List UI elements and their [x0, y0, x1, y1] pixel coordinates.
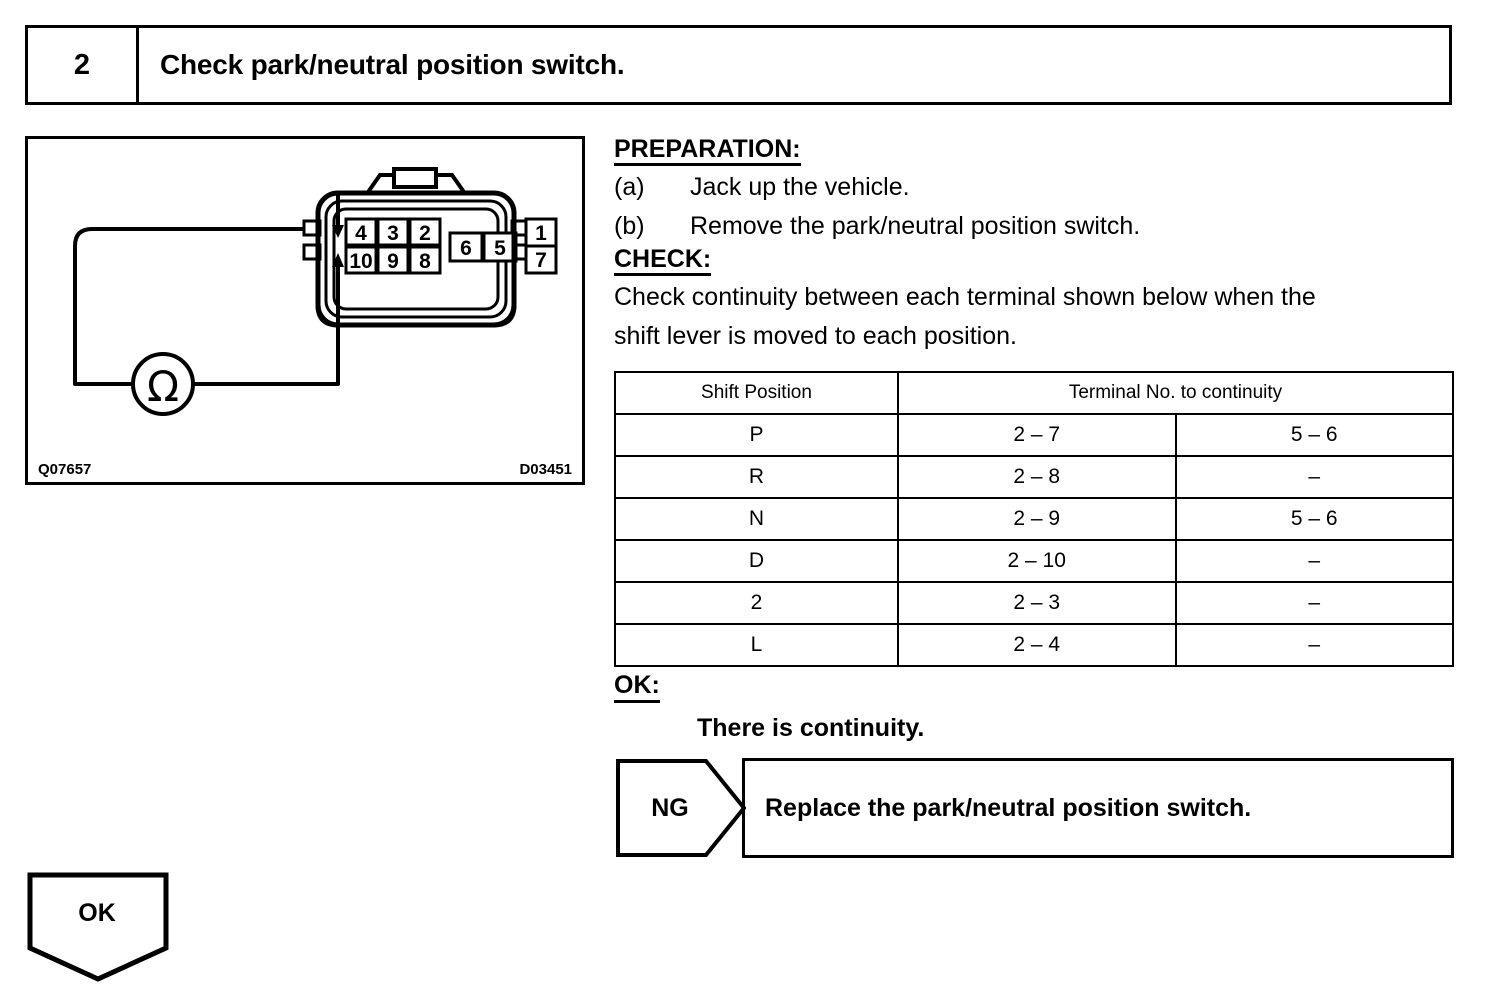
connector-tab-notch	[392, 167, 438, 189]
cell-terminal-b: –	[1174, 581, 1454, 625]
cell-terminal-b: –	[1174, 455, 1454, 499]
terminal-cell-3	[376, 217, 410, 247]
probe-arrow-terminal-10	[332, 253, 344, 267]
terminal-cell-5	[482, 231, 518, 263]
check-instruction-line-1: Check continuity between each terminal s…	[614, 282, 1316, 311]
table-row: L 2 – 4 –	[614, 623, 1454, 667]
continuity-table: Shift Position Terminal No. to continuit…	[614, 371, 1454, 667]
wire-loop-path	[73, 227, 340, 386]
ohmmeter-connector-diagram: Ω 4 3 2 10 9	[73, 167, 558, 416]
terminal-label-7: 7	[535, 249, 547, 272]
figure-code-left: Q07657	[38, 461, 92, 478]
terminal-cell-7	[524, 244, 558, 275]
ng-result-banner: NG Replace the park/neutral position swi…	[616, 758, 1454, 858]
ng-action-text: Replace the park/neutral position switch…	[742, 758, 1454, 858]
cell-shift-position: P	[614, 413, 899, 457]
cell-terminal-a: 2 – 4	[897, 623, 1177, 667]
terminal-label-9: 9	[387, 250, 399, 273]
ok-pentagon-outline	[27, 872, 169, 982]
terminal-label-2: 2	[419, 222, 431, 245]
terminal-cell-8	[408, 245, 442, 275]
cell-terminal-a: 2 – 8	[897, 455, 1177, 499]
cell-shift-position: L	[614, 623, 899, 667]
cell-shift-position: 2	[614, 581, 899, 625]
table-header-row: Shift Position Terminal No. to continuit…	[614, 371, 1454, 415]
table-row: N 2 – 9 5 – 6	[614, 497, 1454, 541]
connector-shell-lower-edge	[315, 213, 517, 328]
ok-result-text: There is continuity.	[697, 714, 925, 742]
cell-terminal-b: –	[1174, 539, 1454, 583]
cell-terminal-b: 5 – 6	[1174, 497, 1454, 541]
terminal-label-6: 6	[460, 237, 472, 260]
figure-panel: Ω 4 3 2 10 9	[25, 136, 585, 485]
ng-arrow-outline	[616, 759, 746, 857]
ok-continue-banner: OK	[27, 872, 177, 982]
terminal-cell-9	[376, 245, 410, 275]
cell-shift-position: R	[614, 455, 899, 499]
ok-result-label: OK:	[614, 671, 660, 703]
preparation-step-a-text: Jack up the vehicle.	[690, 173, 910, 201]
cell-shift-position: D	[614, 539, 899, 583]
terminal-label-10: 10	[349, 250, 372, 273]
ohm-symbol-glyph: Ω	[147, 362, 179, 411]
terminal-label-4: 4	[355, 222, 367, 245]
cell-shift-position: N	[614, 497, 899, 541]
terminal-label-8: 8	[419, 250, 431, 273]
preparation-step-a: (a) Jack up the vehicle.	[614, 168, 1459, 207]
terminal-label-5: 5	[494, 237, 506, 260]
cell-terminal-b: –	[1174, 623, 1454, 667]
ok-pentagon-shape	[27, 872, 169, 982]
cell-terminal-b: 5 – 6	[1174, 413, 1454, 457]
ng-arrow-shape	[616, 759, 746, 857]
cell-terminal-a: 2 – 7	[897, 413, 1177, 457]
preparation-heading: PREPARATION:	[614, 136, 801, 166]
table-row: R 2 – 8 –	[614, 455, 1454, 499]
table-row: D 2 – 10 –	[614, 539, 1454, 583]
ohmmeter-circle	[131, 352, 195, 416]
preparation-step-b: (b) Remove the park/neutral position swi…	[614, 207, 1459, 246]
step-number: 2	[28, 28, 139, 102]
terminal-cell-10	[344, 245, 378, 275]
terminal-cell-4	[344, 217, 378, 247]
preparation-step-b-marker: (b)	[614, 211, 645, 240]
preparation-step-b-text: Remove the park/neutral position switch.	[690, 211, 1141, 240]
terminal-label-3: 3	[387, 222, 399, 245]
ok-banner-label: OK	[78, 898, 116, 927]
header-shift-position: Shift Position	[614, 371, 899, 415]
ng-label: NG	[651, 793, 689, 822]
cell-terminal-a: 2 – 10	[897, 539, 1177, 583]
terminal-cell-2	[408, 217, 442, 247]
table-row: 2 2 – 3 –	[614, 581, 1454, 625]
terminal-cell-1	[524, 217, 558, 248]
step-header: 2 Check park/neutral position switch.	[25, 25, 1452, 105]
check-heading: CHECK:	[614, 245, 712, 276]
cell-terminal-a: 2 – 9	[897, 497, 1177, 541]
terminal-label-1: 1	[535, 222, 547, 245]
header-terminal-continuity: Terminal No. to continuity	[897, 371, 1454, 415]
instruction-column: PREPARATION: (a) Jack up the vehicle. (b…	[614, 136, 1459, 357]
preparation-step-a-marker: (a)	[614, 173, 645, 201]
terminal-cell-6	[448, 231, 484, 263]
table-row: P 2 – 7 5 – 6	[614, 413, 1454, 457]
check-instruction-line-2: shift lever is moved to each position.	[614, 322, 1017, 350]
cell-terminal-a: 2 – 3	[897, 581, 1177, 625]
step-title: Check park/neutral position switch.	[160, 49, 625, 80]
figure-code-right: D03451	[519, 461, 572, 478]
probe-arrow-terminal-4	[332, 225, 344, 238]
